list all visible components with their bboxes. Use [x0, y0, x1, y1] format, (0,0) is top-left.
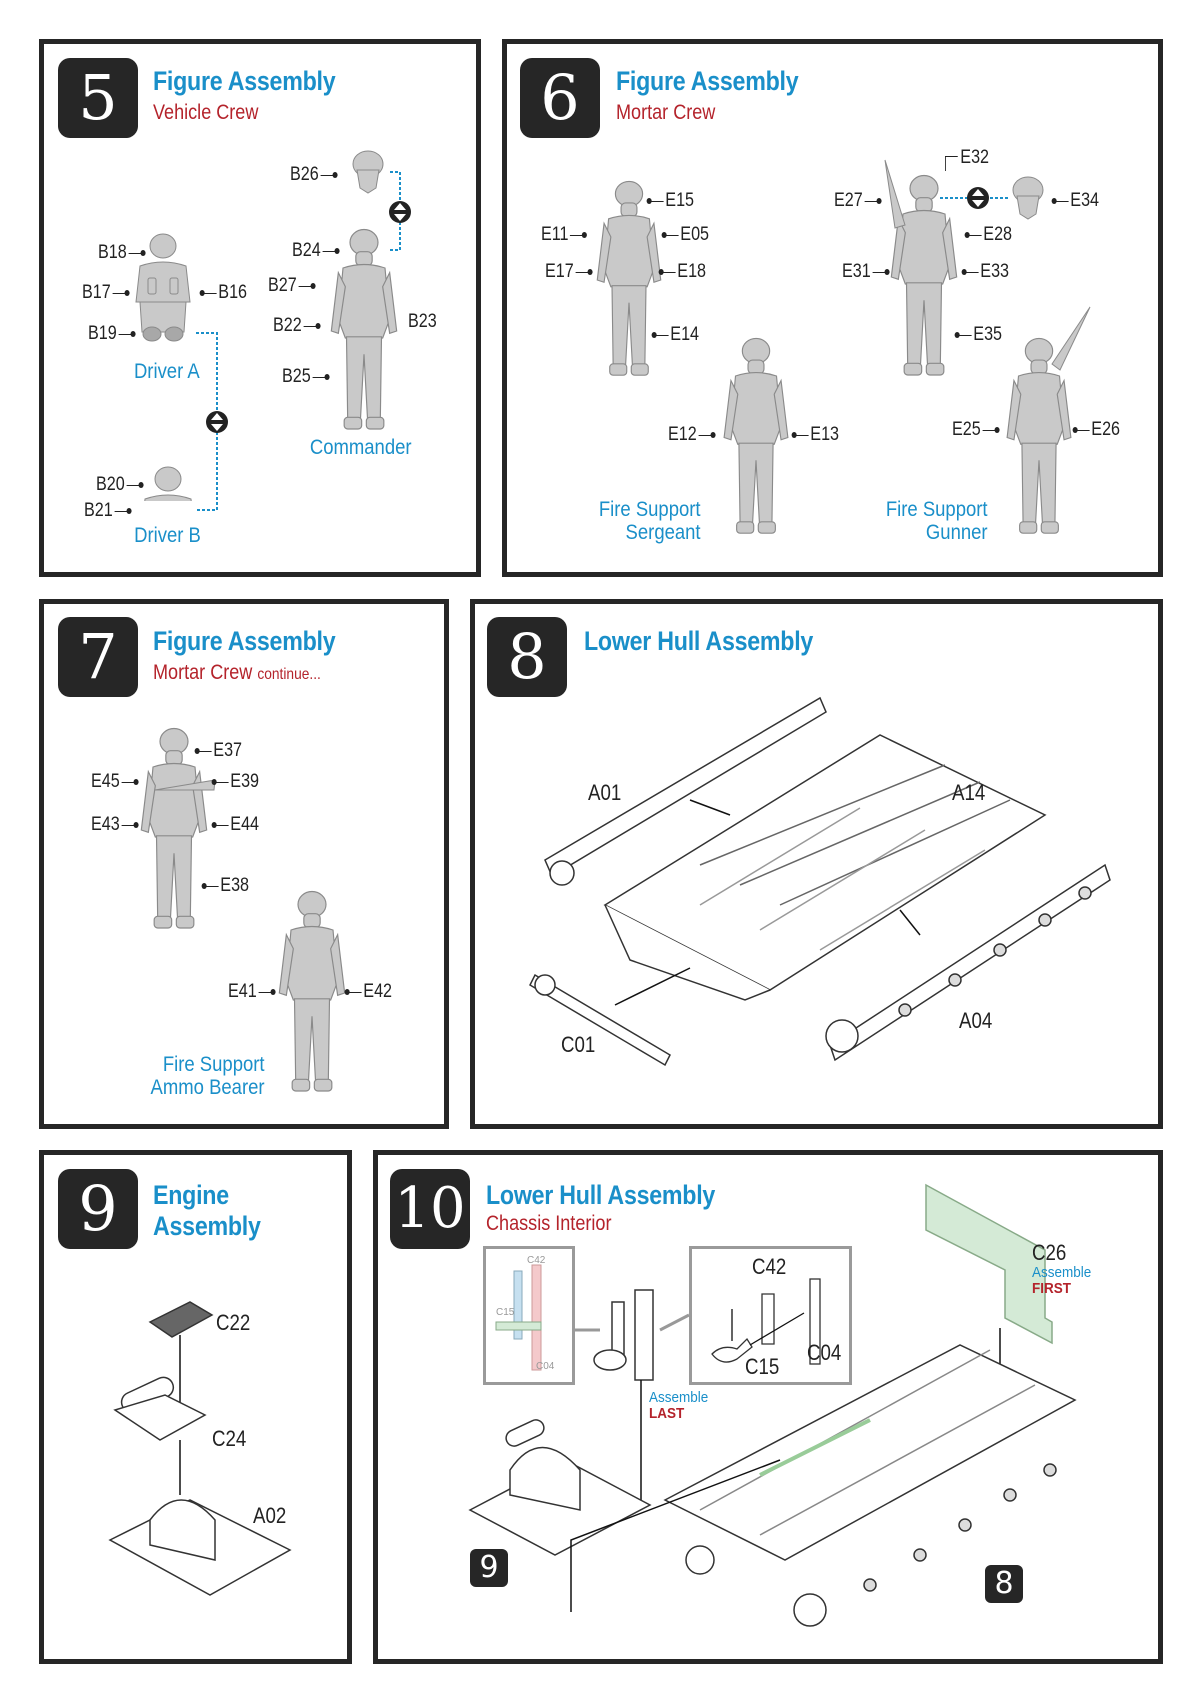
- step-number-badge: 9: [58, 1169, 138, 1249]
- part-label: C24: [212, 1426, 247, 1451]
- part-label: E39: [211, 771, 259, 793]
- part-label: B22: [273, 315, 321, 337]
- part-label: B27: [268, 275, 316, 297]
- part-label: B23: [408, 311, 437, 332]
- lower-hull-reference: [663, 1344, 1077, 1561]
- part-label: E32: [945, 144, 989, 171]
- step-9-reference-badge: 9: [470, 1549, 508, 1587]
- part-label: E17: [545, 261, 593, 283]
- part-label: E33: [961, 261, 1009, 283]
- part-label: B17: [82, 282, 130, 304]
- step-title: Lower Hull Assembly: [584, 626, 814, 656]
- part-label: E34: [1051, 190, 1099, 212]
- step-number-badge: 10: [390, 1169, 470, 1249]
- part-label: E28: [964, 224, 1012, 246]
- mortar-round: [154, 779, 216, 791]
- step-subtitle: Mortar Crew: [616, 101, 716, 124]
- inset-label: C04: [536, 1361, 555, 1372]
- part-label: E35: [954, 324, 1002, 346]
- mortar-round: [884, 159, 906, 229]
- figure-name: Commander: [310, 436, 412, 459]
- part-label: B25: [282, 366, 330, 388]
- mortar-round: [1051, 306, 1091, 371]
- part-label: C26: [1032, 1240, 1067, 1265]
- figure-name: Driver A: [134, 360, 200, 383]
- part-label: E13: [791, 424, 839, 446]
- step-title: Figure Assembly: [153, 626, 336, 656]
- part-label: E14: [651, 324, 699, 346]
- step-number-badge: 8: [487, 617, 567, 697]
- part-label: E15: [646, 190, 694, 212]
- part-label: B24: [292, 240, 340, 262]
- inset-label: C15: [496, 1307, 515, 1318]
- figure-name: Driver B: [134, 524, 201, 547]
- part-c26-highlighted: [925, 1183, 1053, 1345]
- part-label: E27: [834, 190, 882, 212]
- step-subtitle: Mortar Crew continue...: [153, 661, 321, 684]
- part-label: E44: [211, 814, 259, 836]
- part-label: B18: [98, 242, 146, 264]
- part-label: E25: [952, 419, 1000, 441]
- part-label: E42: [344, 981, 392, 1003]
- part-label: E05: [661, 224, 709, 246]
- part-label: E31: [842, 261, 890, 283]
- step-number-badge: 7: [58, 617, 138, 697]
- part-label: B19: [88, 323, 136, 345]
- step-title: Figure Assembly: [616, 66, 799, 96]
- step-number-badge: 6: [520, 58, 600, 138]
- part-label: A01: [588, 780, 622, 805]
- step-title: Figure Assembly: [153, 66, 336, 96]
- part-c01: [529, 973, 671, 1067]
- part-label: C15: [745, 1354, 780, 1379]
- part-label: E41: [228, 981, 276, 1003]
- part-label: C42: [752, 1254, 787, 1279]
- inset-label: C42: [527, 1255, 546, 1266]
- step-number-badge: 5: [58, 58, 138, 138]
- step-title: Lower Hull Assembly: [486, 1180, 716, 1210]
- part-c24: [113, 1394, 207, 1441]
- part-label: E18: [658, 261, 706, 283]
- part-label: C01: [561, 1032, 596, 1057]
- part-label: E26: [1072, 419, 1120, 441]
- part-label: E12: [668, 424, 716, 446]
- part-label: A02: [253, 1503, 287, 1528]
- step-subtitle: Vehicle Crew: [153, 101, 259, 124]
- part-label: A14: [952, 780, 986, 805]
- detail-inset: [689, 1246, 852, 1385]
- color-key-inset: C42 C15 C04: [483, 1246, 575, 1385]
- part-label: B20: [96, 474, 144, 496]
- step-subtitle: Chassis Interior: [486, 1212, 612, 1235]
- part-label: E38: [201, 875, 249, 897]
- part-label: E37: [194, 740, 242, 762]
- part-label: B21: [84, 500, 132, 522]
- part-label: E45: [91, 771, 139, 793]
- part-label: A04: [959, 1008, 993, 1033]
- part-label: B16: [199, 282, 247, 304]
- assembly-c04-c42-c15: [634, 1289, 654, 1381]
- part-label: C04: [807, 1340, 842, 1365]
- part-c22: [148, 1301, 214, 1338]
- part-label: C22: [216, 1310, 251, 1335]
- step-8-reference-badge: 8: [985, 1565, 1023, 1603]
- part-label: B26: [290, 164, 338, 186]
- part-label: E11: [541, 224, 588, 246]
- part-label: E43: [91, 814, 139, 836]
